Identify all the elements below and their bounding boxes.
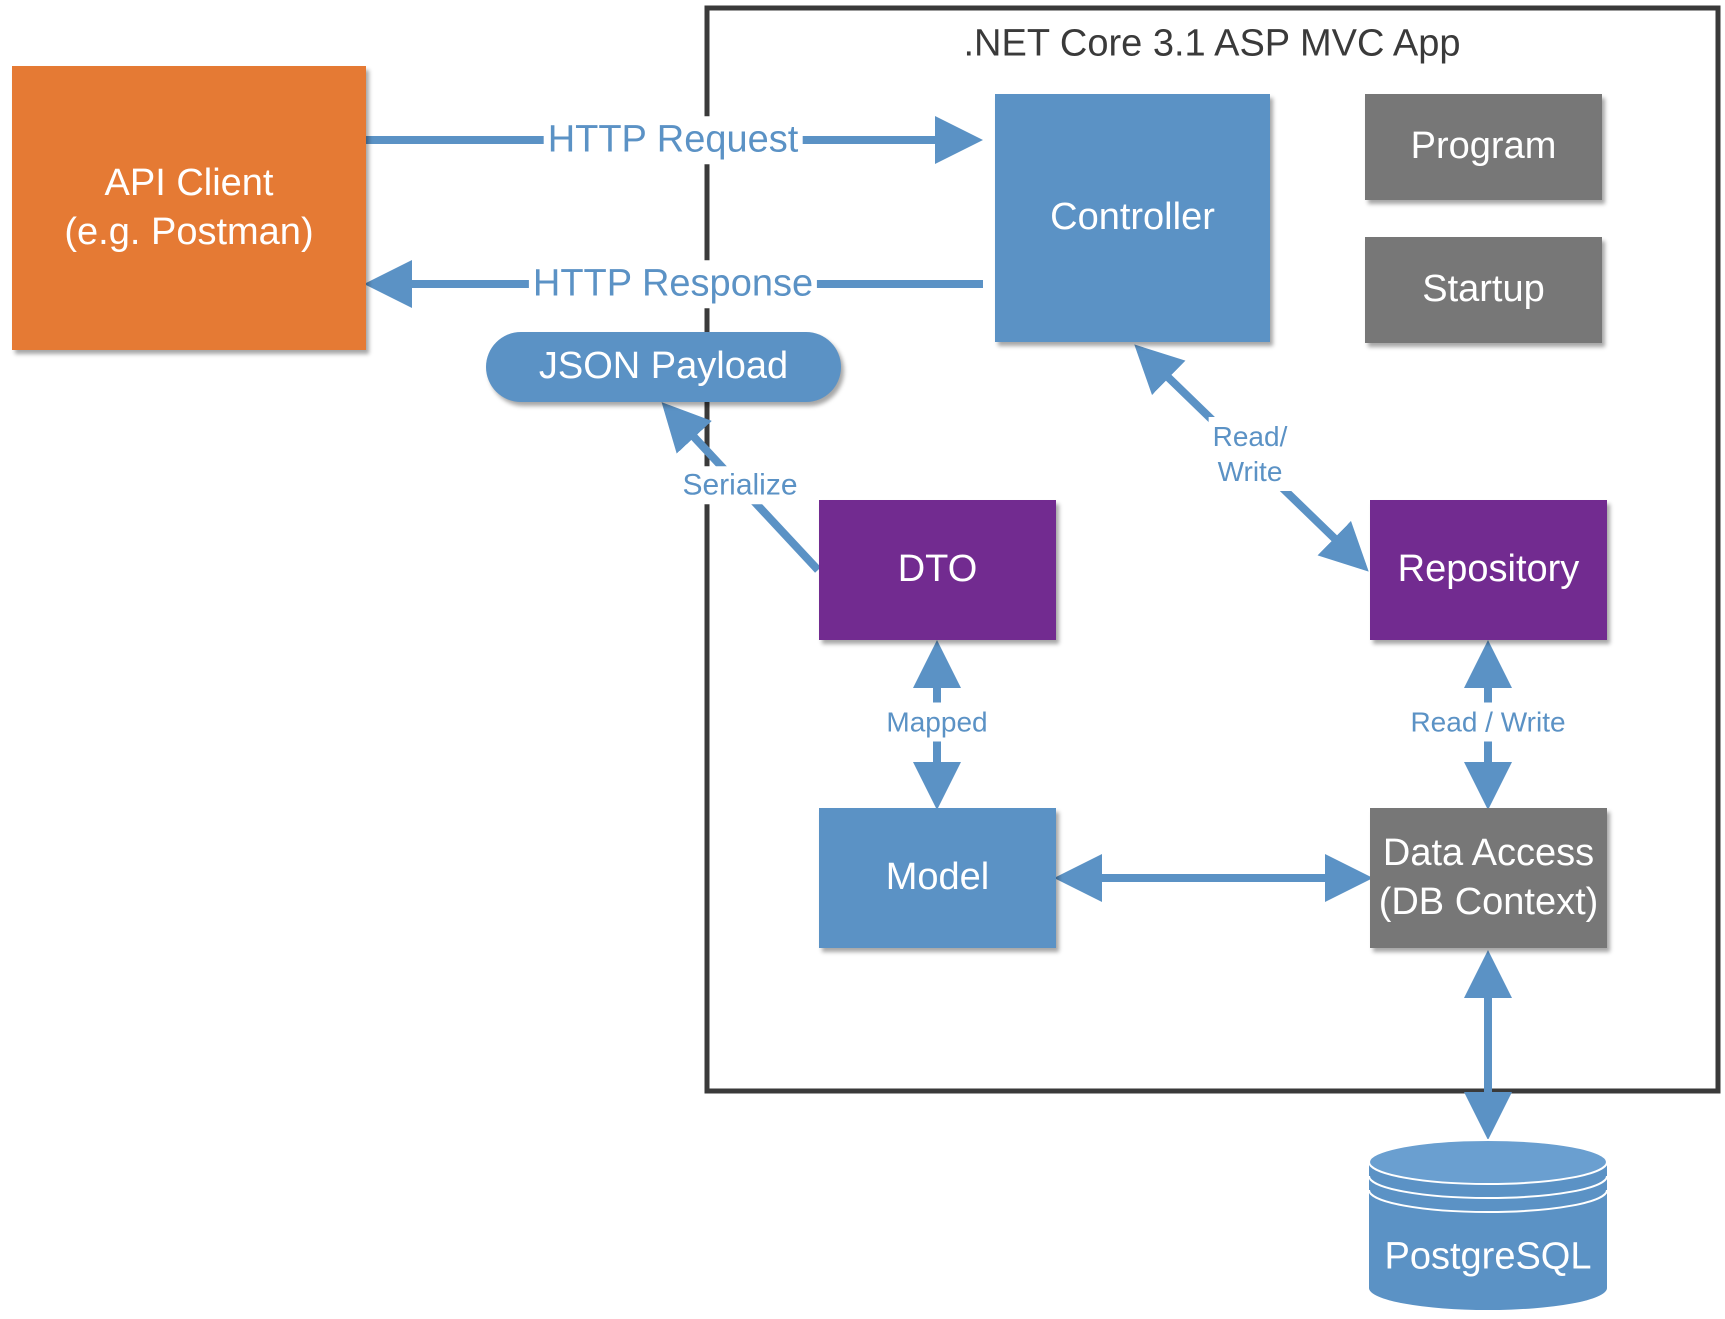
app-container-frame — [704, 5, 1721, 1094]
controller-label: Controller — [1050, 196, 1215, 239]
dto-box: DTO — [819, 500, 1056, 640]
data-access-title: Data Access — [1382, 831, 1595, 874]
http-response-label: HTTP Response — [528, 260, 818, 308]
data-access-box: Data Access (DB Context) — [1370, 808, 1607, 948]
repository-label: Repository — [1397, 548, 1580, 591]
model-box: Model — [819, 808, 1056, 948]
api-client-box: API Client (e.g. Postman) — [12, 66, 366, 350]
serialize-label: Serialize — [676, 466, 804, 504]
program-label: Program — [1410, 125, 1557, 168]
data-access-subtitle: (DB Context) — [1378, 881, 1599, 923]
startup-label: Startup — [1422, 268, 1545, 311]
repository-box: Repository — [1370, 500, 1607, 640]
app-container-title: .NET Core 3.1 ASP MVC App — [963, 22, 1461, 65]
controller-repository-label: Read/ Write — [1208, 417, 1292, 491]
json-payload-label: JSON Payload — [538, 345, 789, 388]
startup-box: Startup — [1365, 237, 1602, 343]
read-write-line1: Read/ — [1212, 421, 1288, 452]
model-label: Model — [885, 856, 990, 899]
database-cylinder — [1368, 1139, 1608, 1310]
database-label: PostgreSQL — [1384, 1235, 1592, 1278]
repository-dataaccess-label: Read / Write — [1406, 702, 1570, 742]
json-payload-pill: JSON Payload — [486, 332, 841, 402]
read-write-line2: Write — [1217, 456, 1283, 487]
http-request-label: HTTP Request — [543, 116, 803, 164]
api-client-title: API Client — [104, 161, 274, 204]
program-box: Program — [1365, 94, 1602, 200]
dto-label: DTO — [897, 548, 978, 591]
api-client-subtitle: (e.g. Postman) — [64, 211, 314, 253]
mapped-label: Mapped — [882, 702, 992, 742]
controller-box: Controller — [995, 94, 1270, 342]
